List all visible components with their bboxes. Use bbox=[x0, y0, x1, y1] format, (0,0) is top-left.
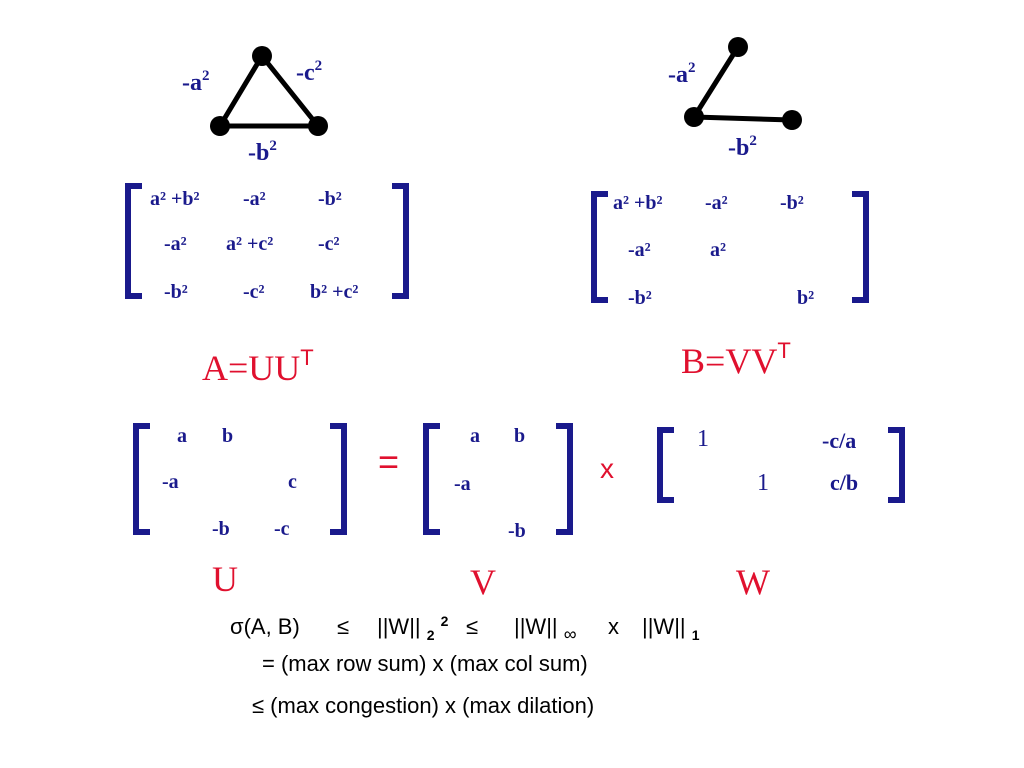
matrix-a-right-bracket bbox=[392, 183, 409, 299]
matrix-a-cell: -c² bbox=[318, 233, 340, 255]
matrix-b-cell: -b² bbox=[780, 192, 804, 214]
matrix-b-cell: -a² bbox=[705, 192, 728, 214]
graph-a-label-right: -c2 bbox=[296, 58, 322, 86]
formula-le-2: ≤ bbox=[466, 614, 478, 639]
matrix-a-cell: a² +b² bbox=[150, 188, 200, 210]
matrix-a-cell: -a² bbox=[164, 233, 187, 255]
matrix-b: a² +b² -a² -b² -a² a² -b² b² bbox=[591, 191, 869, 309]
graph-a-vertex-top bbox=[252, 46, 272, 66]
formula-line-1: σ(A, B) ≤ ||W|| 2 2 ≤ ||W|| ∞ x ||W|| 1 bbox=[230, 606, 700, 645]
equals-sign: = bbox=[378, 441, 399, 482]
matrix-w: 1 -c/a 1 c/b bbox=[657, 426, 905, 503]
graph-b-label-lower: -b2 bbox=[728, 133, 757, 161]
graph-b-edge-lower bbox=[691, 114, 795, 123]
graph-a-vertex-left bbox=[210, 116, 230, 136]
graph-b-edge-upper bbox=[691, 44, 741, 120]
caption-w: W bbox=[736, 562, 770, 602]
matrix-v-cell: -a bbox=[454, 473, 471, 495]
matrix-u: a b -a c -b -c bbox=[133, 423, 347, 540]
formula-norm-inf-sub: ∞ bbox=[564, 624, 577, 644]
matrix-b-cell: a² bbox=[710, 239, 726, 261]
formula-line-3: ≤ (max congestion) x (max dilation) bbox=[252, 693, 594, 718]
formula-norm-1: ||W|| bbox=[642, 614, 686, 639]
matrix-u-cell: c bbox=[288, 471, 297, 493]
matrix-u-cell: -b bbox=[212, 518, 230, 540]
formula-norm-2: ||W|| bbox=[377, 614, 421, 639]
matrix-w-left-bracket bbox=[657, 427, 674, 503]
formula-norm-inf: ||W|| bbox=[514, 614, 558, 639]
matrix-v-left-bracket bbox=[423, 423, 440, 535]
matrix-b-cell: -b² bbox=[628, 287, 652, 309]
matrix-b-cell: -a² bbox=[628, 239, 651, 261]
matrix-w-cell: 1 bbox=[697, 426, 709, 452]
caption-a-equals-uut: A=UUT bbox=[202, 345, 314, 388]
matrix-a-cell: -c² bbox=[243, 281, 265, 303]
formula-line-2: = (max row sum) x (max col sum) bbox=[262, 651, 588, 676]
graph-a-edge-left bbox=[217, 53, 265, 129]
caption-u: U bbox=[212, 559, 238, 599]
graph-a-edge-right bbox=[259, 53, 321, 129]
matrix-a-cell: -b² bbox=[164, 281, 188, 303]
matrix-w-right-bracket bbox=[888, 427, 905, 503]
matrix-v-cell: -b bbox=[508, 520, 526, 542]
graph-a-label-left: -a2 bbox=[182, 68, 210, 96]
caption-v: V bbox=[470, 562, 496, 602]
matrix-b-left-bracket bbox=[591, 191, 608, 303]
matrix-w-cell: -c/a bbox=[822, 428, 856, 453]
matrix-u-left-bracket bbox=[133, 423, 150, 535]
matrix-a-cell: b² +c² bbox=[310, 281, 358, 303]
matrix-u-cell: b bbox=[222, 425, 233, 447]
matrix-w-cell: 1 bbox=[757, 470, 769, 496]
matrix-a-cell: -b² bbox=[318, 188, 342, 210]
matrix-v-right-bracket bbox=[556, 423, 573, 535]
matrix-u-cell: a bbox=[177, 425, 187, 447]
matrix-w-cell: c/b bbox=[830, 470, 858, 495]
matrix-b-right-bracket bbox=[852, 191, 869, 303]
formula-le-1: ≤ bbox=[337, 614, 349, 639]
formula-norm-1-sub: 1 bbox=[692, 627, 700, 643]
caption-b-equals-vvt: B=VVT bbox=[681, 338, 791, 381]
matrix-a: a² +b² -a² -b² -a² a² +c² -c² -b² -c² b²… bbox=[125, 183, 409, 303]
times-sign: x bbox=[600, 453, 614, 484]
matrix-u-right-bracket bbox=[330, 423, 347, 535]
graph-b-vertex-right bbox=[782, 110, 802, 130]
matrix-a-cell: a² +c² bbox=[226, 233, 273, 255]
graph-b-vertex-middle bbox=[684, 107, 704, 127]
matrix-v: a b -a -b bbox=[423, 423, 573, 542]
graph-path: -a2 -b2 bbox=[668, 37, 802, 161]
matrix-u-cell: -c bbox=[274, 518, 290, 540]
formula-norm-2-sup: 2 bbox=[441, 613, 449, 629]
formula-norm-2-sub: 2 bbox=[427, 627, 435, 643]
formula-times: x bbox=[608, 614, 619, 639]
graph-b-label-upper: -a2 bbox=[668, 60, 696, 88]
matrix-v-cell: b bbox=[514, 425, 525, 447]
graph-b-vertex-top bbox=[728, 37, 748, 57]
graph-a-vertex-right bbox=[308, 116, 328, 136]
matrix-b-cell: b² bbox=[797, 287, 814, 309]
matrix-a-cell: -a² bbox=[243, 188, 266, 210]
formula-sigma: σ(A, B) bbox=[230, 614, 300, 639]
matrix-u-cell: -a bbox=[162, 471, 179, 493]
graph-triangle: -a2 -c2 -b2 bbox=[182, 46, 328, 166]
matrix-v-cell: a bbox=[470, 425, 480, 447]
matrix-b-cell: a² +b² bbox=[613, 192, 663, 214]
graph-a-label-bottom: -b2 bbox=[248, 138, 277, 166]
matrix-a-left-bracket bbox=[125, 183, 142, 299]
